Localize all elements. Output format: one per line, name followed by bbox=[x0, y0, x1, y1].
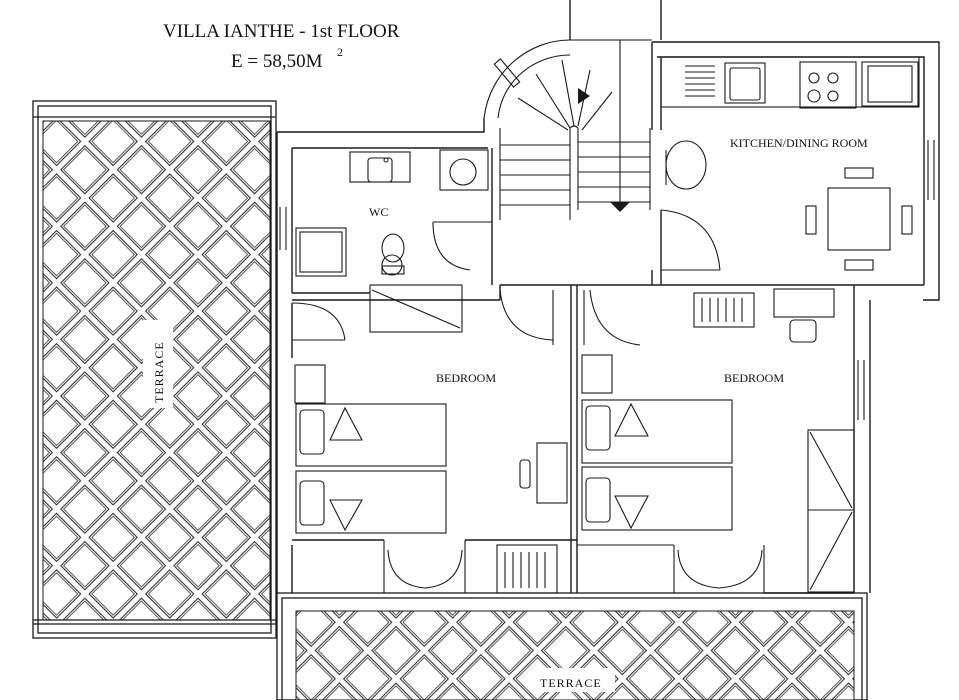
plan-title: VILLA IANTHE - 1st FLOOR bbox=[163, 21, 400, 42]
outer-walls bbox=[276, 0, 940, 594]
title-block: VILLA IANTHE - 1st FLOOR E = 58,50M 2 bbox=[163, 21, 400, 72]
bedroom-left-furniture bbox=[291, 284, 568, 594]
terrace-bottom-label: TERRACE bbox=[540, 676, 602, 690]
bedroom-right-furniture bbox=[577, 288, 865, 593]
room-label-kitchen: KITCHEN/DINING ROOM bbox=[730, 136, 868, 150]
terrace-left bbox=[32, 100, 277, 639]
room-label-wc: WC bbox=[369, 205, 388, 219]
terrace-left-label: TERRACE bbox=[152, 341, 166, 403]
spiral-staircase bbox=[483, 39, 652, 220]
kitchen-fixtures bbox=[660, 56, 935, 271]
area-exponent: 2 bbox=[337, 45, 343, 59]
area-label: E = 58,50M bbox=[231, 51, 323, 72]
stair-arrows bbox=[578, 88, 630, 212]
wc-fixtures bbox=[279, 149, 492, 277]
room-label-bedroom-left: BEDROOM bbox=[436, 371, 496, 385]
room-label-bedroom-right: BEDROOM bbox=[724, 371, 784, 385]
terrace-bottom bbox=[276, 592, 868, 700]
